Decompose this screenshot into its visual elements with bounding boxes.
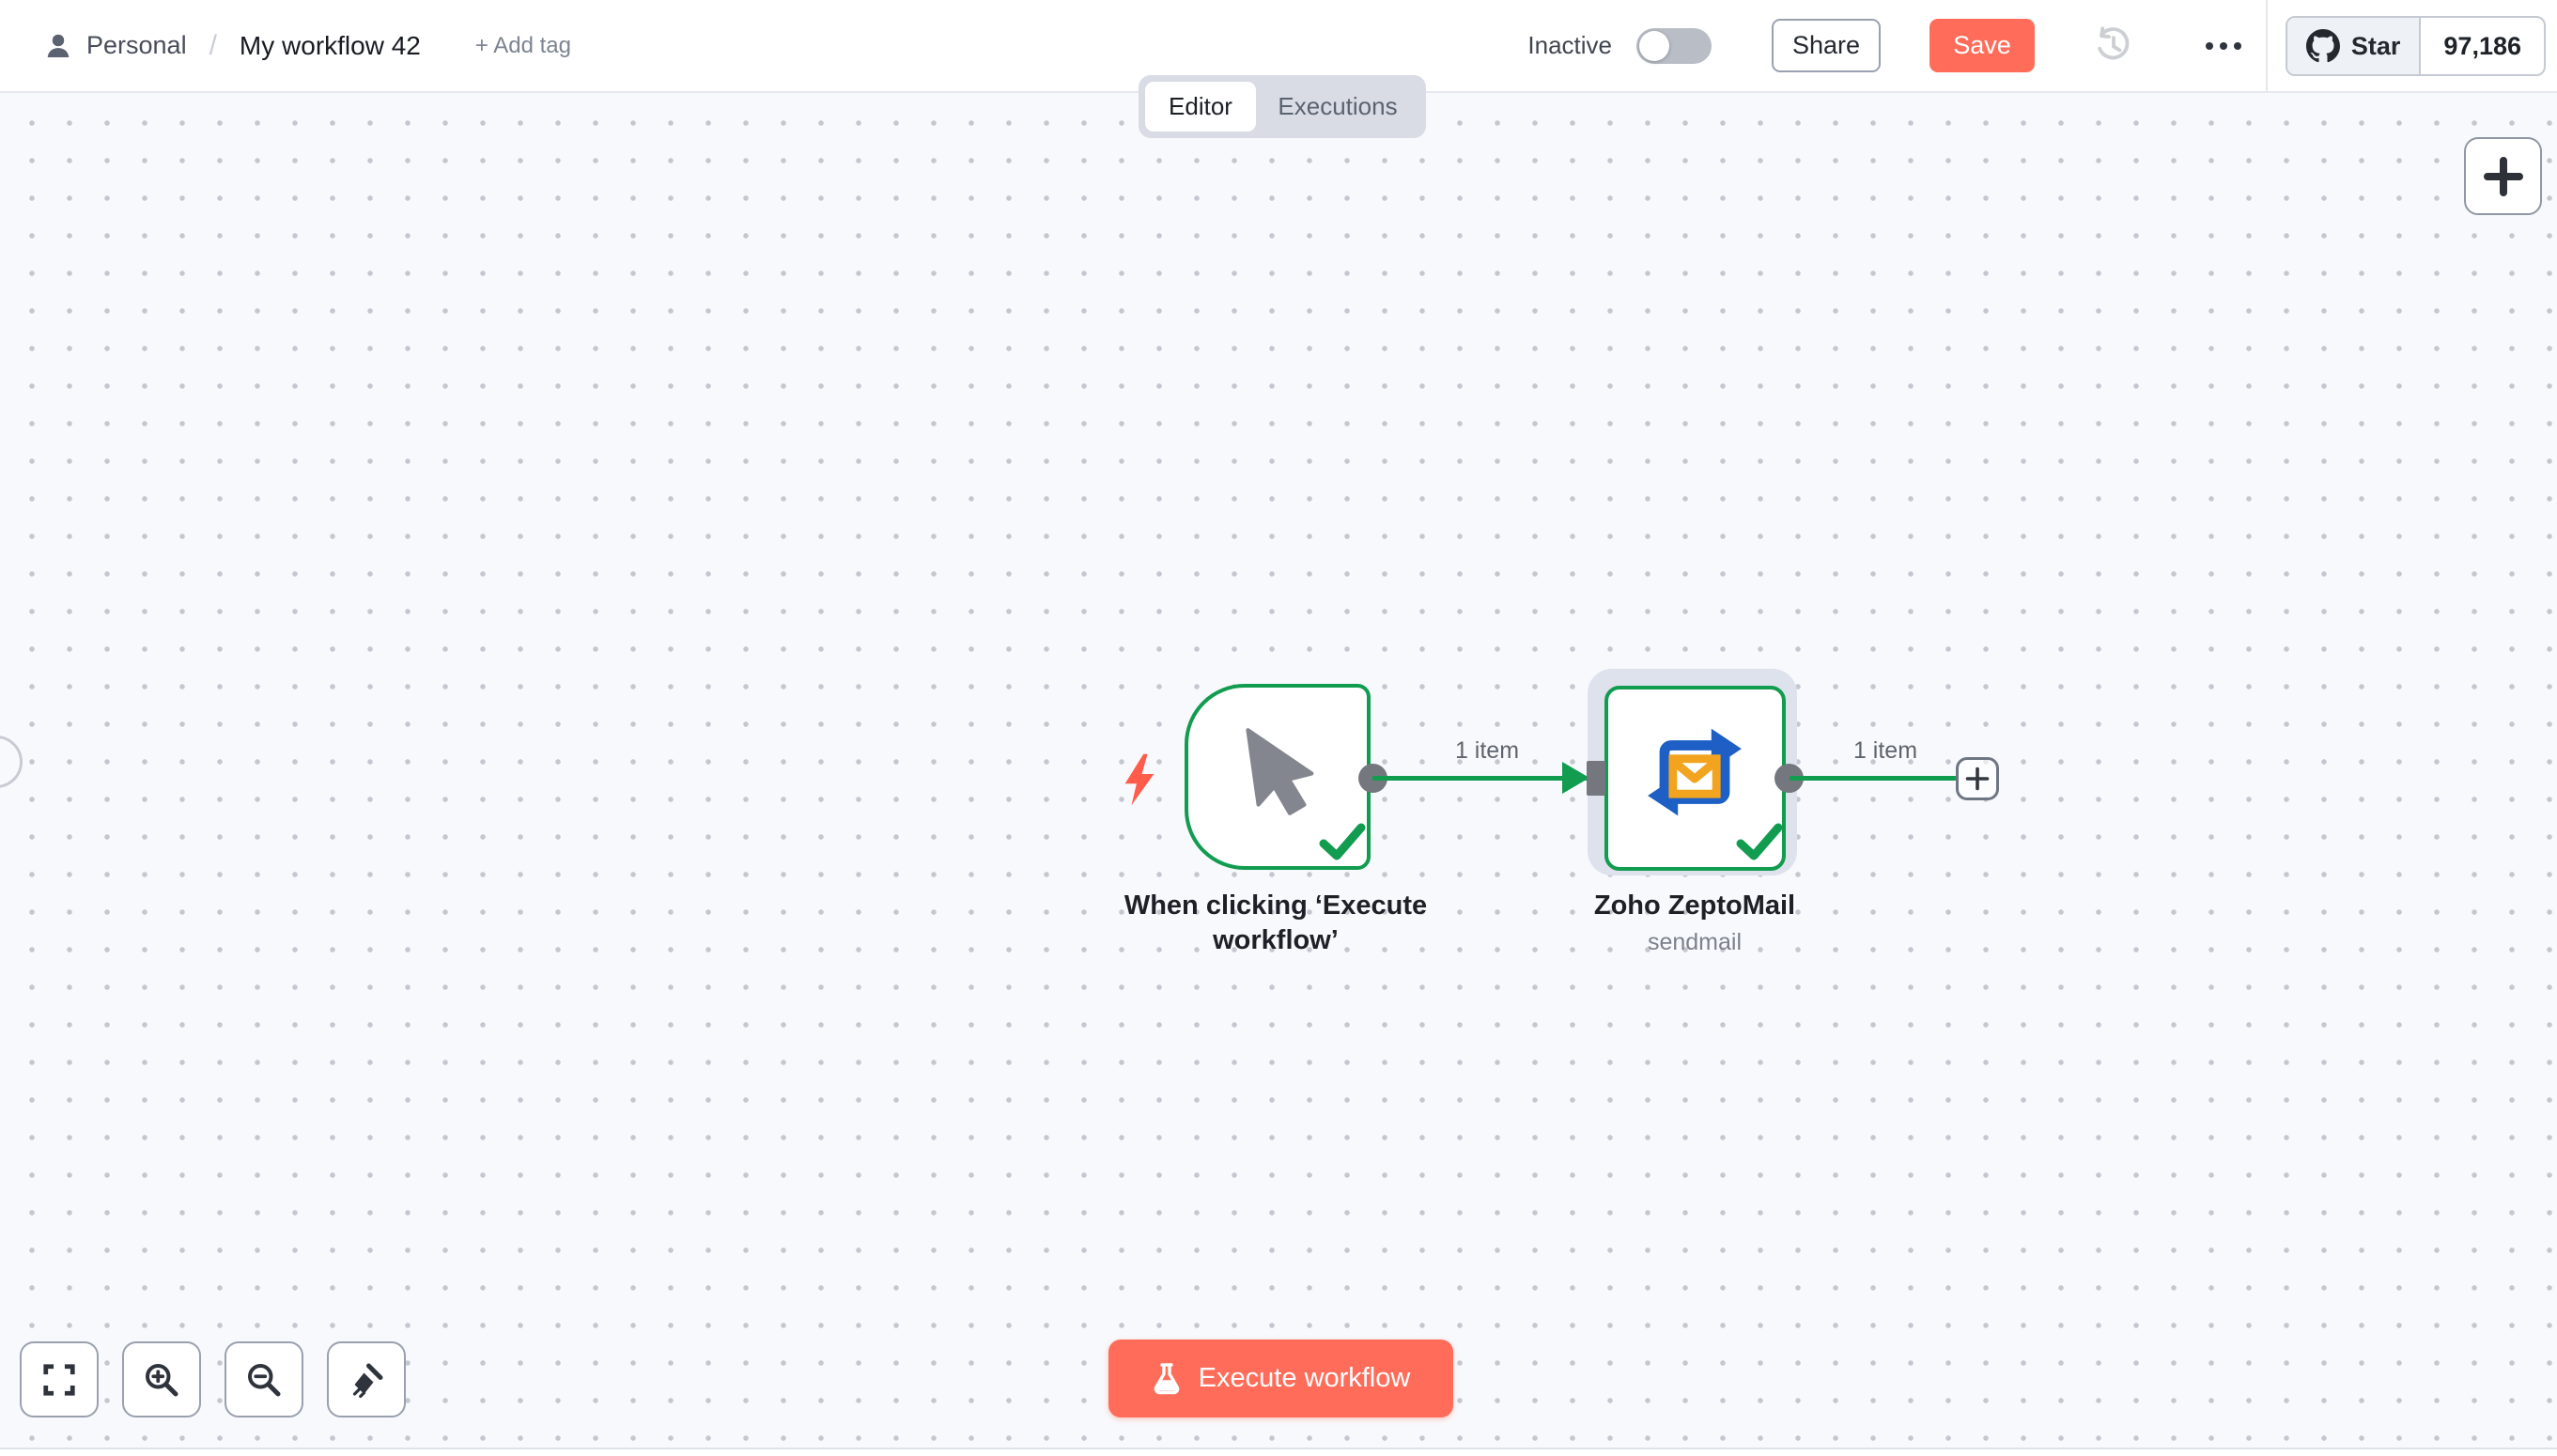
activation-toggle[interactable] [1636, 27, 1712, 64]
lightning-bolt-icon [1124, 753, 1155, 806]
github-star-count[interactable]: 97,186 [2443, 31, 2521, 60]
zeptomail-swap-mail-icon [1648, 728, 1742, 816]
user-icon [47, 34, 70, 57]
zoom-out-icon [248, 1363, 281, 1396]
connection1-items-label: 1 item [1454, 737, 1520, 764]
zoom-in-button[interactable] [122, 1341, 201, 1417]
fit-view-icon [43, 1363, 75, 1396]
header-divider [2266, 0, 2268, 91]
github-star-widget[interactable]: Star 97,186 [2285, 16, 2546, 76]
execute-workflow-label: Execute workflow [1198, 1363, 1411, 1393]
zoho-node-title: Zoho ZeptoMail [1593, 891, 1796, 921]
history-icon[interactable] [2093, 25, 2134, 67]
zoom-out-button[interactable] [225, 1341, 303, 1417]
trigger-node-title: When clicking ‘Execute workflow’ [1124, 891, 1428, 955]
plus-icon [1965, 767, 1990, 791]
zoom-in-icon [146, 1363, 178, 1396]
breadcrumb: Personal / My workflow 42 + Add tag [43, 0, 571, 91]
zoho-input-handle[interactable] [1587, 761, 1605, 796]
header-actions: Inactive Share Save [1527, 0, 2241, 91]
canvas-edge-circle [0, 736, 23, 788]
fit-view-button[interactable] [20, 1341, 99, 1417]
editor-tabs: Editor Executions [1139, 75, 1426, 138]
connection2-items-label: 1 item [1852, 737, 1918, 764]
connection-arrowhead-icon [1562, 762, 1589, 794]
breadcrumb-separator: / [209, 29, 217, 61]
workspace-name[interactable]: Personal [86, 31, 187, 59]
flask-icon [1154, 1362, 1179, 1394]
connection-zoho-to-next[interactable] [1790, 776, 1959, 781]
activation-status-label: Inactive [1527, 31, 1612, 59]
add-next-node-button[interactable] [1956, 757, 1999, 800]
check-icon [1319, 823, 1366, 860]
canvas-toolbar [20, 1341, 406, 1417]
zoho-node-operation: sendmail [1647, 929, 1743, 955]
github-star-button[interactable]: Star [2286, 18, 2422, 74]
more-options-button[interactable] [2206, 41, 2241, 50]
github-star-label: Star [2350, 31, 2401, 60]
save-button[interactable]: Save [1929, 19, 2035, 72]
workflow-title[interactable]: My workflow 42 [239, 30, 421, 60]
tab-editor[interactable]: Editor [1145, 82, 1256, 132]
add-node-button[interactable] [2464, 137, 2542, 215]
connection-trigger-to-zoho[interactable] [1372, 776, 1589, 781]
mouse-cursor-icon [1246, 728, 1314, 815]
add-tag-button[interactable]: + Add tag [474, 32, 571, 58]
execute-workflow-button[interactable]: Execute workflow [1108, 1340, 1453, 1417]
workflow-canvas[interactable]: 1 item 1 item When clicking ‘Execute wor… [0, 93, 2557, 1456]
tidy-up-icon [352, 1363, 383, 1398]
github-octocat-icon [2305, 29, 2340, 63]
plus-icon [2483, 156, 2523, 196]
tidy-up-button[interactable] [327, 1341, 406, 1417]
bottom-edge [0, 1448, 2557, 1456]
tab-executions[interactable]: Executions [1278, 92, 1398, 120]
check-icon [1736, 823, 1783, 860]
toggle-knob [1639, 30, 1669, 61]
share-button[interactable]: Share [1772, 19, 1881, 72]
